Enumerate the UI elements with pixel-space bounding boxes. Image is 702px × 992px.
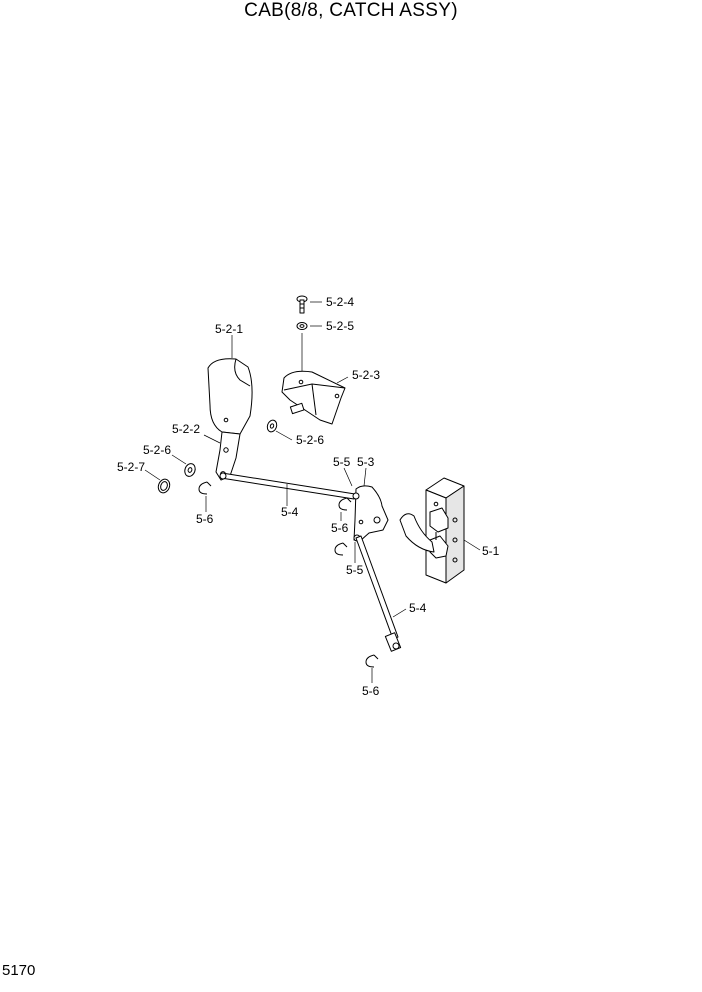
part-rod-5-4-upper: [219, 472, 356, 500]
part-plate-5-3: [352, 485, 389, 542]
callout-5-6-mid: 5-6: [331, 521, 349, 535]
callout-5-2-5: 5-2-5: [326, 319, 354, 333]
part-bracket-5-2-3: [281, 370, 346, 425]
part-clip-5-6-mid-lower: [334, 542, 348, 556]
callout-5-2-4: 5-2-4: [326, 295, 354, 309]
part-washer-5-2-6-lower: [184, 463, 196, 477]
part-rod-5-4-lower: [355, 535, 402, 652]
part-nut-5-2-5: [296, 322, 308, 330]
callout-5-3: 5-3: [357, 455, 375, 469]
callout-5-2-7: 5-2-7: [117, 460, 145, 474]
part-washer-5-2-6-upper: [266, 419, 278, 433]
callout-5-1: 5-1: [482, 544, 500, 558]
part-clip-5-6-left: [198, 481, 212, 495]
part-bolt-5-2-4: [296, 295, 308, 314]
page-title: CAB(8/8, CATCH ASSY): [244, 0, 458, 21]
part-ring-5-2-7: [157, 478, 171, 494]
callout-5-5-upper: 5-5: [333, 455, 351, 469]
part-clip-5-6-bottom: [365, 654, 379, 668]
callout-5-6-left: 5-6: [196, 512, 214, 526]
part-lever-5-2-2: [215, 431, 241, 481]
callout-5-2-1: 5-2-1: [215, 322, 243, 336]
callout-5-5-lower: 5-5: [346, 563, 364, 577]
callout-5-4-upper: 5-4: [281, 505, 299, 519]
callout-5-2-6-left: 5-2-6: [143, 443, 171, 457]
part-handle-5-2-1: [207, 358, 253, 435]
callout-5-2-2: 5-2-2: [172, 422, 200, 436]
callout-5-6-bottom: 5-6: [362, 684, 380, 698]
callout-5-2-3: 5-2-3: [352, 368, 380, 382]
callout-5-2-6-right: 5-2-6: [296, 433, 324, 447]
part-lock-5-1: [399, 477, 465, 584]
callout-5-4-lower: 5-4: [409, 601, 427, 615]
page-number: 5170: [2, 962, 36, 979]
part-clip-5-6-mid-upper: [338, 497, 352, 511]
leader-lines: [144, 301, 481, 683]
